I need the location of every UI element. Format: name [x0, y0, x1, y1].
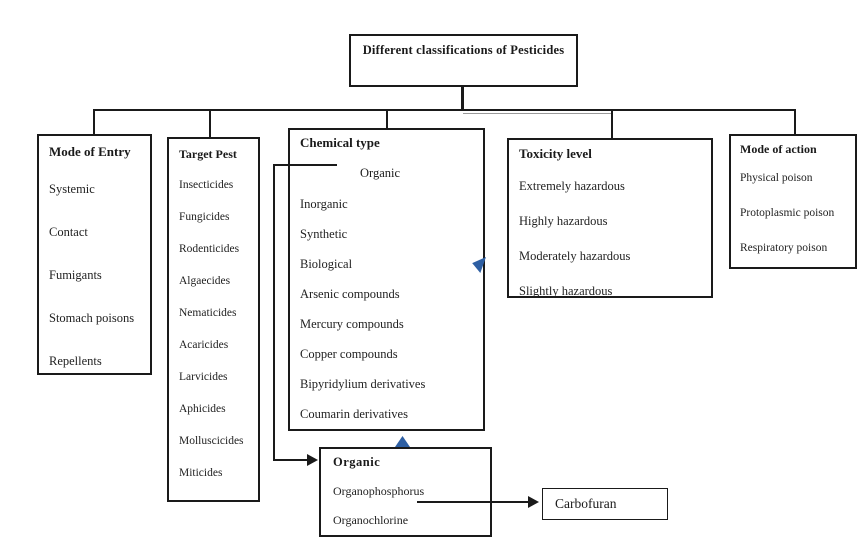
branch-header: Mode of action [740, 142, 817, 156]
branch-item: Fungicides [179, 211, 230, 223]
branch-box-target-pest: Target Pest Insecticides Fungicides Rode… [167, 137, 260, 502]
branch-box-chemical-type: Chemical type Organic Inorganic Syntheti… [288, 128, 485, 431]
branch-box-toxicity-level: Toxicity level Extremely hazardous Highl… [507, 138, 713, 298]
branch-header: Chemical type [300, 135, 380, 150]
branch-header: Target Pest [179, 147, 237, 161]
branch-item: Algaecides [179, 275, 231, 287]
connector-carbofuran [417, 501, 531, 503]
branch-item: Stomach poisons [49, 311, 135, 325]
branch-item-organic: Organic [360, 166, 401, 180]
organic-item: Organochlorine [333, 513, 409, 527]
blue-arrowhead-up-icon [395, 436, 410, 447]
organic-item: Organophosphorus [333, 484, 425, 498]
branch-item: Highly hazardous [519, 214, 608, 228]
branch-box-mode-of-action: Mode of action Physical poison Protoplas… [729, 134, 857, 269]
branch-header: Mode of Entry [49, 144, 131, 159]
branch-item: Acaricides [179, 339, 229, 351]
carbofuran-label: Carbofuran [555, 496, 617, 511]
branch-item: Contact [49, 225, 88, 239]
branch-item: Bipyridylium derivatives [300, 377, 426, 391]
arrowhead-right-icon [307, 454, 318, 466]
branch-item: Coumarin derivatives [300, 407, 408, 421]
connector-organic-top [273, 164, 337, 166]
connector-drop-target-pest [209, 109, 211, 137]
branch-header: Toxicity level [519, 146, 592, 161]
branch-item: Slightly hazardous [519, 284, 613, 298]
diagram-title: Different classifications of Pesticides [362, 43, 565, 57]
connector-drop-mode-of-action [794, 109, 796, 134]
branch-item: Larvicides [179, 371, 228, 383]
branch-item: Insecticides [179, 179, 234, 191]
branch-item: Systemic [49, 182, 95, 196]
branch-item: Aphicides [179, 403, 226, 415]
branch-item: Repellents [49, 354, 102, 368]
organic-detail-box: Organic Organophosphorus Organochlorine [319, 447, 492, 537]
connector-rail-shadow [463, 113, 613, 114]
branch-item: Biological [300, 257, 353, 271]
title-box: Different classifications of Pesticides [349, 34, 578, 87]
connector-rail [93, 109, 796, 111]
branch-item: Synthetic [300, 227, 348, 241]
connector-trunk [461, 87, 464, 110]
branch-item: Arsenic compounds [300, 287, 400, 301]
arrowhead-right-icon [528, 496, 539, 508]
branch-item: Copper compounds [300, 347, 398, 361]
branch-item: Protoplasmic poison [740, 207, 835, 219]
connector-drop-chemical-type [386, 109, 388, 128]
connector-organic-bottom [273, 459, 309, 461]
branch-item: Respiratory poison [740, 242, 828, 254]
branch-item: Rodenticides [179, 243, 240, 255]
branch-box-mode-of-entry: Mode of Entry Systemic Contact Fumigants… [37, 134, 152, 375]
branch-item: Moderately hazardous [519, 249, 631, 263]
branch-item: Miticides [179, 467, 223, 479]
branch-item: Extremely hazardous [519, 179, 625, 193]
branch-item: Nematicides [179, 307, 237, 319]
carbofuran-box: Carbofuran [542, 488, 668, 520]
connector-drop-mode-of-entry [93, 109, 95, 134]
connector-organic-vertical [273, 164, 275, 460]
branch-item: Physical poison [740, 172, 813, 184]
branch-item: Fumigants [49, 268, 102, 282]
branch-item: Inorganic [300, 197, 348, 211]
branch-item: Mercury compounds [300, 317, 404, 331]
branch-item: Molluscicides [179, 435, 244, 447]
connector-drop-toxicity-level [611, 109, 613, 138]
organic-header: Organic [333, 455, 381, 469]
